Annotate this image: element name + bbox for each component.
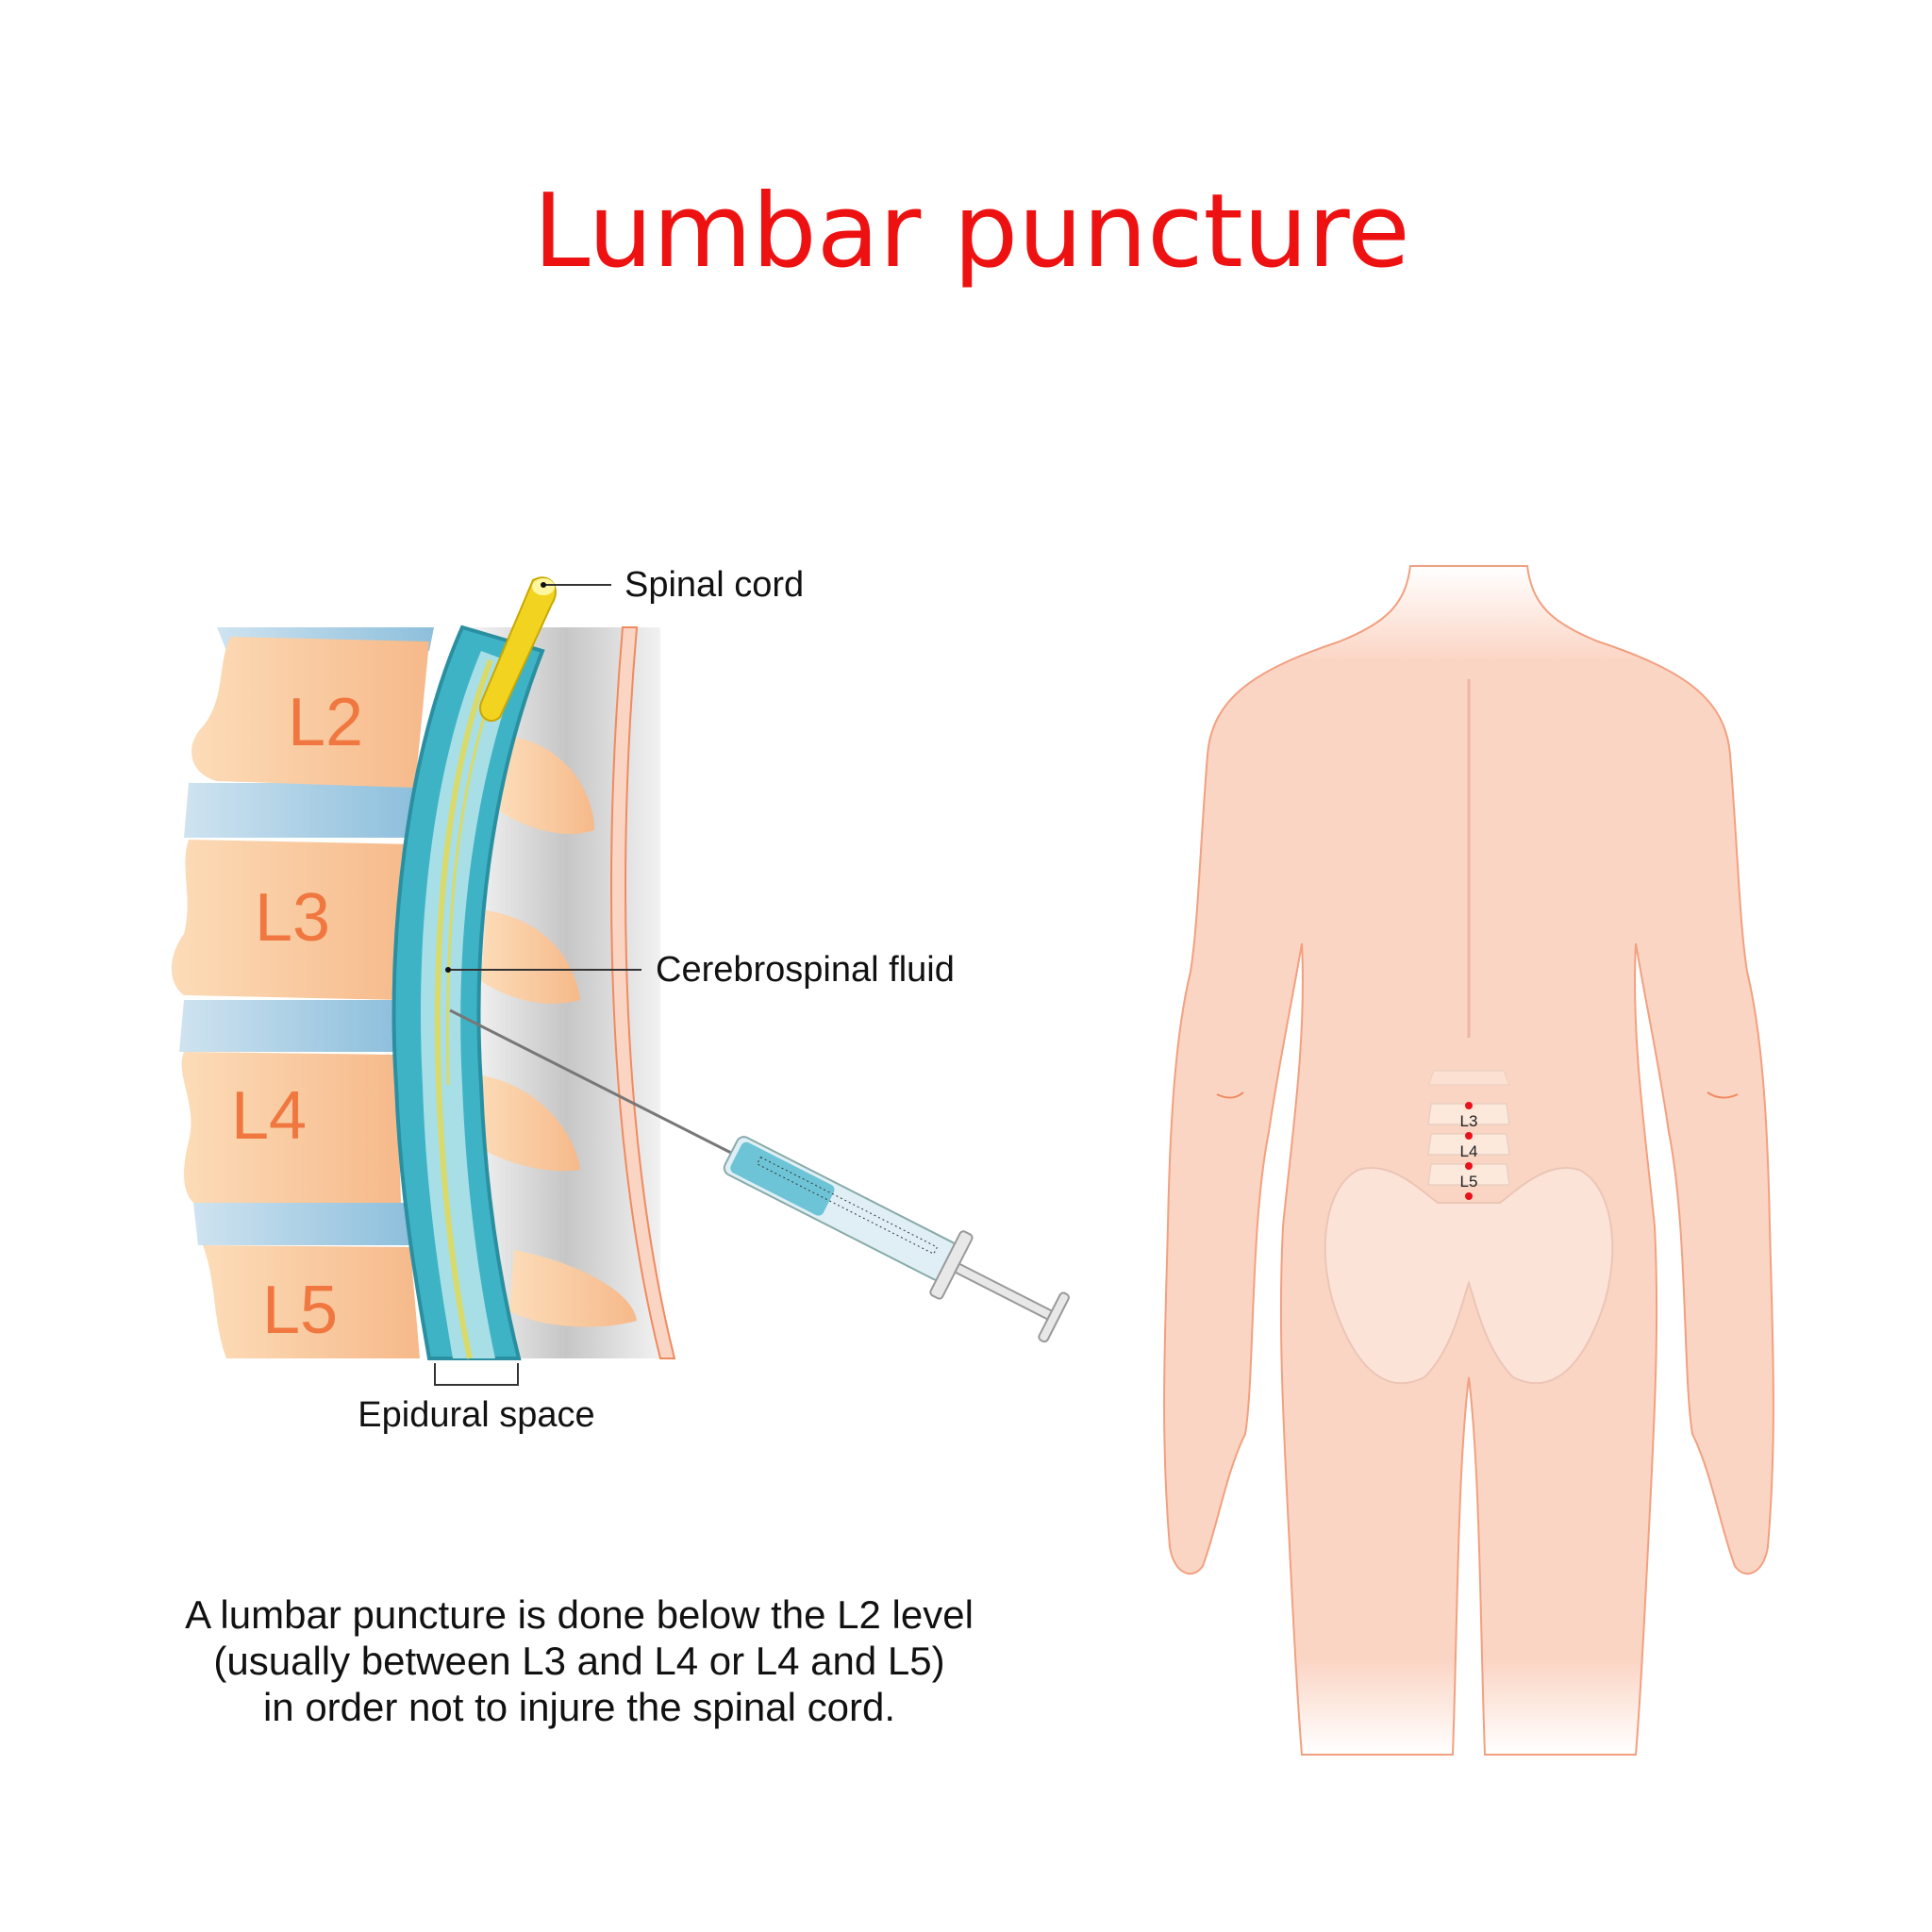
leader-dot — [541, 582, 546, 588]
body-vertebra-l2 — [1426, 1070, 1511, 1086]
disc — [184, 783, 415, 838]
nerve-roots — [434, 658, 493, 1359]
puncture-marker — [1465, 1102, 1473, 1109]
vertebra-label-l5: L5 — [262, 1273, 338, 1348]
body-vertebra-l3 — [1427, 1103, 1510, 1125]
elbow-crease — [1707, 1091, 1739, 1099]
vertebra-body-l2 — [192, 637, 429, 788]
puncture-marker — [1465, 1132, 1473, 1140]
body-label-l4: L4 — [1460, 1142, 1478, 1160]
elbow-crease — [1216, 1091, 1244, 1099]
vertebra-body-l4 — [181, 1052, 401, 1203]
body-label-l3: L3 — [1460, 1112, 1478, 1130]
puncture-marker — [1465, 1192, 1473, 1200]
needle — [449, 1008, 732, 1155]
epidural-bracket — [434, 1363, 519, 1386]
spine-cross-section: L2 L3 L4 L5 Spinal cord Cerebrospinal fl… — [171, 565, 955, 1435]
disc — [193, 1203, 410, 1245]
vertebra-body-l3 — [171, 840, 415, 1000]
vertebra-body-l5 — [203, 1245, 420, 1358]
label-cerebrospinal-fluid: Cerebrospinal fluid — [656, 950, 955, 990]
spinous-process — [509, 1250, 637, 1327]
leader-dot — [445, 967, 451, 973]
vertebra-label-l4: L4 — [231, 1078, 307, 1154]
caption-line: in order not to injure the spinal cord. — [263, 1685, 895, 1729]
syringe-fluid — [730, 1141, 835, 1216]
syringe-plunger — [954, 1262, 1054, 1321]
vertebra-label-l2: L2 — [288, 685, 363, 760]
spinous-process — [500, 736, 594, 834]
syringe — [449, 1008, 1070, 1343]
label-epidural-space: Epidural space — [358, 1395, 594, 1435]
plunger-thumb-rest — [1038, 1291, 1070, 1343]
puncture-marker — [1465, 1162, 1473, 1170]
body-vertebra-l5 — [1427, 1163, 1510, 1186]
skin-layer — [610, 626, 676, 1359]
caption: A lumbar puncture is done below the L2 l… — [185, 1592, 974, 1729]
disc — [179, 1000, 396, 1052]
label-spinal-cord: Spinal cord — [625, 565, 804, 605]
pelvis — [1324, 1167, 1614, 1385]
body-vertebra-l4 — [1427, 1133, 1510, 1156]
spinous-process — [481, 910, 580, 1004]
body-label-l5: L5 — [1460, 1173, 1478, 1191]
nerve-roots — [445, 669, 502, 1086]
caption-line: (usually between L3 and L4 or L4 and L5) — [213, 1639, 944, 1683]
body-silhouette — [1163, 565, 1774, 1756]
caption-line: A lumbar puncture is done below the L2 l… — [185, 1592, 974, 1637]
vertebra-label-l3: L3 — [255, 880, 330, 956]
page-title: Lumbar puncture — [533, 173, 1410, 291]
human-back-figure: L3 L4 L5 — [1163, 565, 1774, 1756]
spinous-process — [476, 1075, 580, 1172]
